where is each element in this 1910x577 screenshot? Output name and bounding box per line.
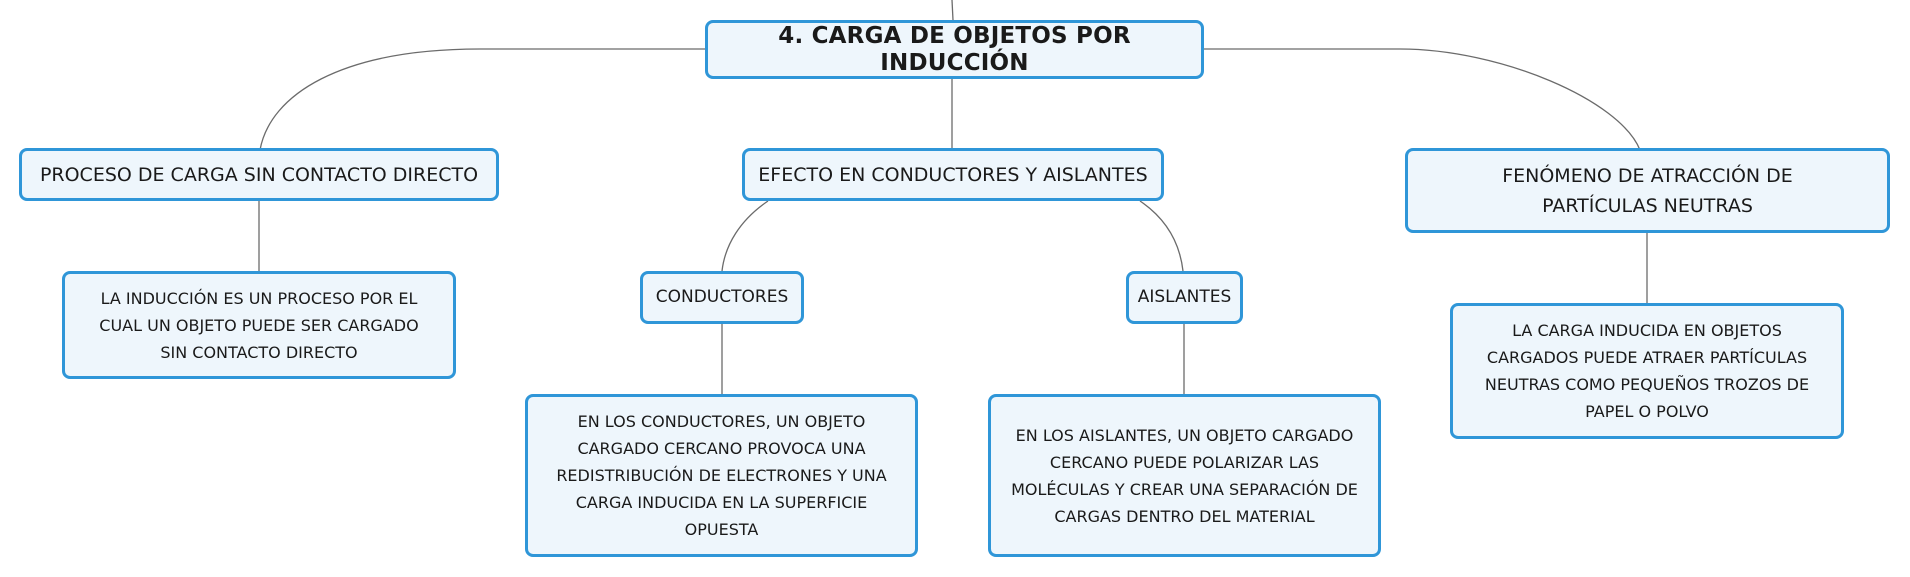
- branch-efecto-conductores-aislantes[interactable]: EFECTO EN CONDUCTORES Y AISLANTES: [742, 148, 1164, 201]
- connector-parent-to-root: [951, 0, 954, 21]
- leaf-aislantes-detalle[interactable]: EN LOS AISLANTES, UN OBJETO CARGADO CERC…: [988, 394, 1381, 557]
- branch-proceso-sin-contacto[interactable]: PROCESO DE CARGA SIN CONTACTO DIRECTO: [19, 148, 499, 201]
- node-aislantes[interactable]: AISLANTES: [1126, 271, 1243, 324]
- node-conductores[interactable]: CONDUCTORES: [640, 271, 804, 324]
- root-topic[interactable]: 4. CARGA DE OBJETOS POR INDUCCIÓN: [705, 20, 1204, 79]
- leaf-induccion-definicion[interactable]: LA INDUCCIÓN ES UN PROCESO POR EL CUAL U…: [62, 271, 456, 379]
- connector-root-to-branch-3: [1203, 48, 1641, 151]
- branch-atraccion-particulas-neutras[interactable]: FENÓMENO DE ATRACCIÓN DE PARTÍCULAS NEUT…: [1405, 148, 1890, 233]
- connector-branch-2-to-aislantes: [1139, 200, 1184, 272]
- connector-branch-2-to-conductores: [721, 200, 769, 272]
- leaf-conductores-detalle[interactable]: EN LOS CONDUCTORES, UN OBJETO CARGADO CE…: [525, 394, 918, 557]
- connector-root-to-branch-1: [259, 48, 705, 151]
- leaf-atraccion-detalle[interactable]: LA CARGA INDUCIDA EN OBJETOS CARGADOS PU…: [1450, 303, 1844, 439]
